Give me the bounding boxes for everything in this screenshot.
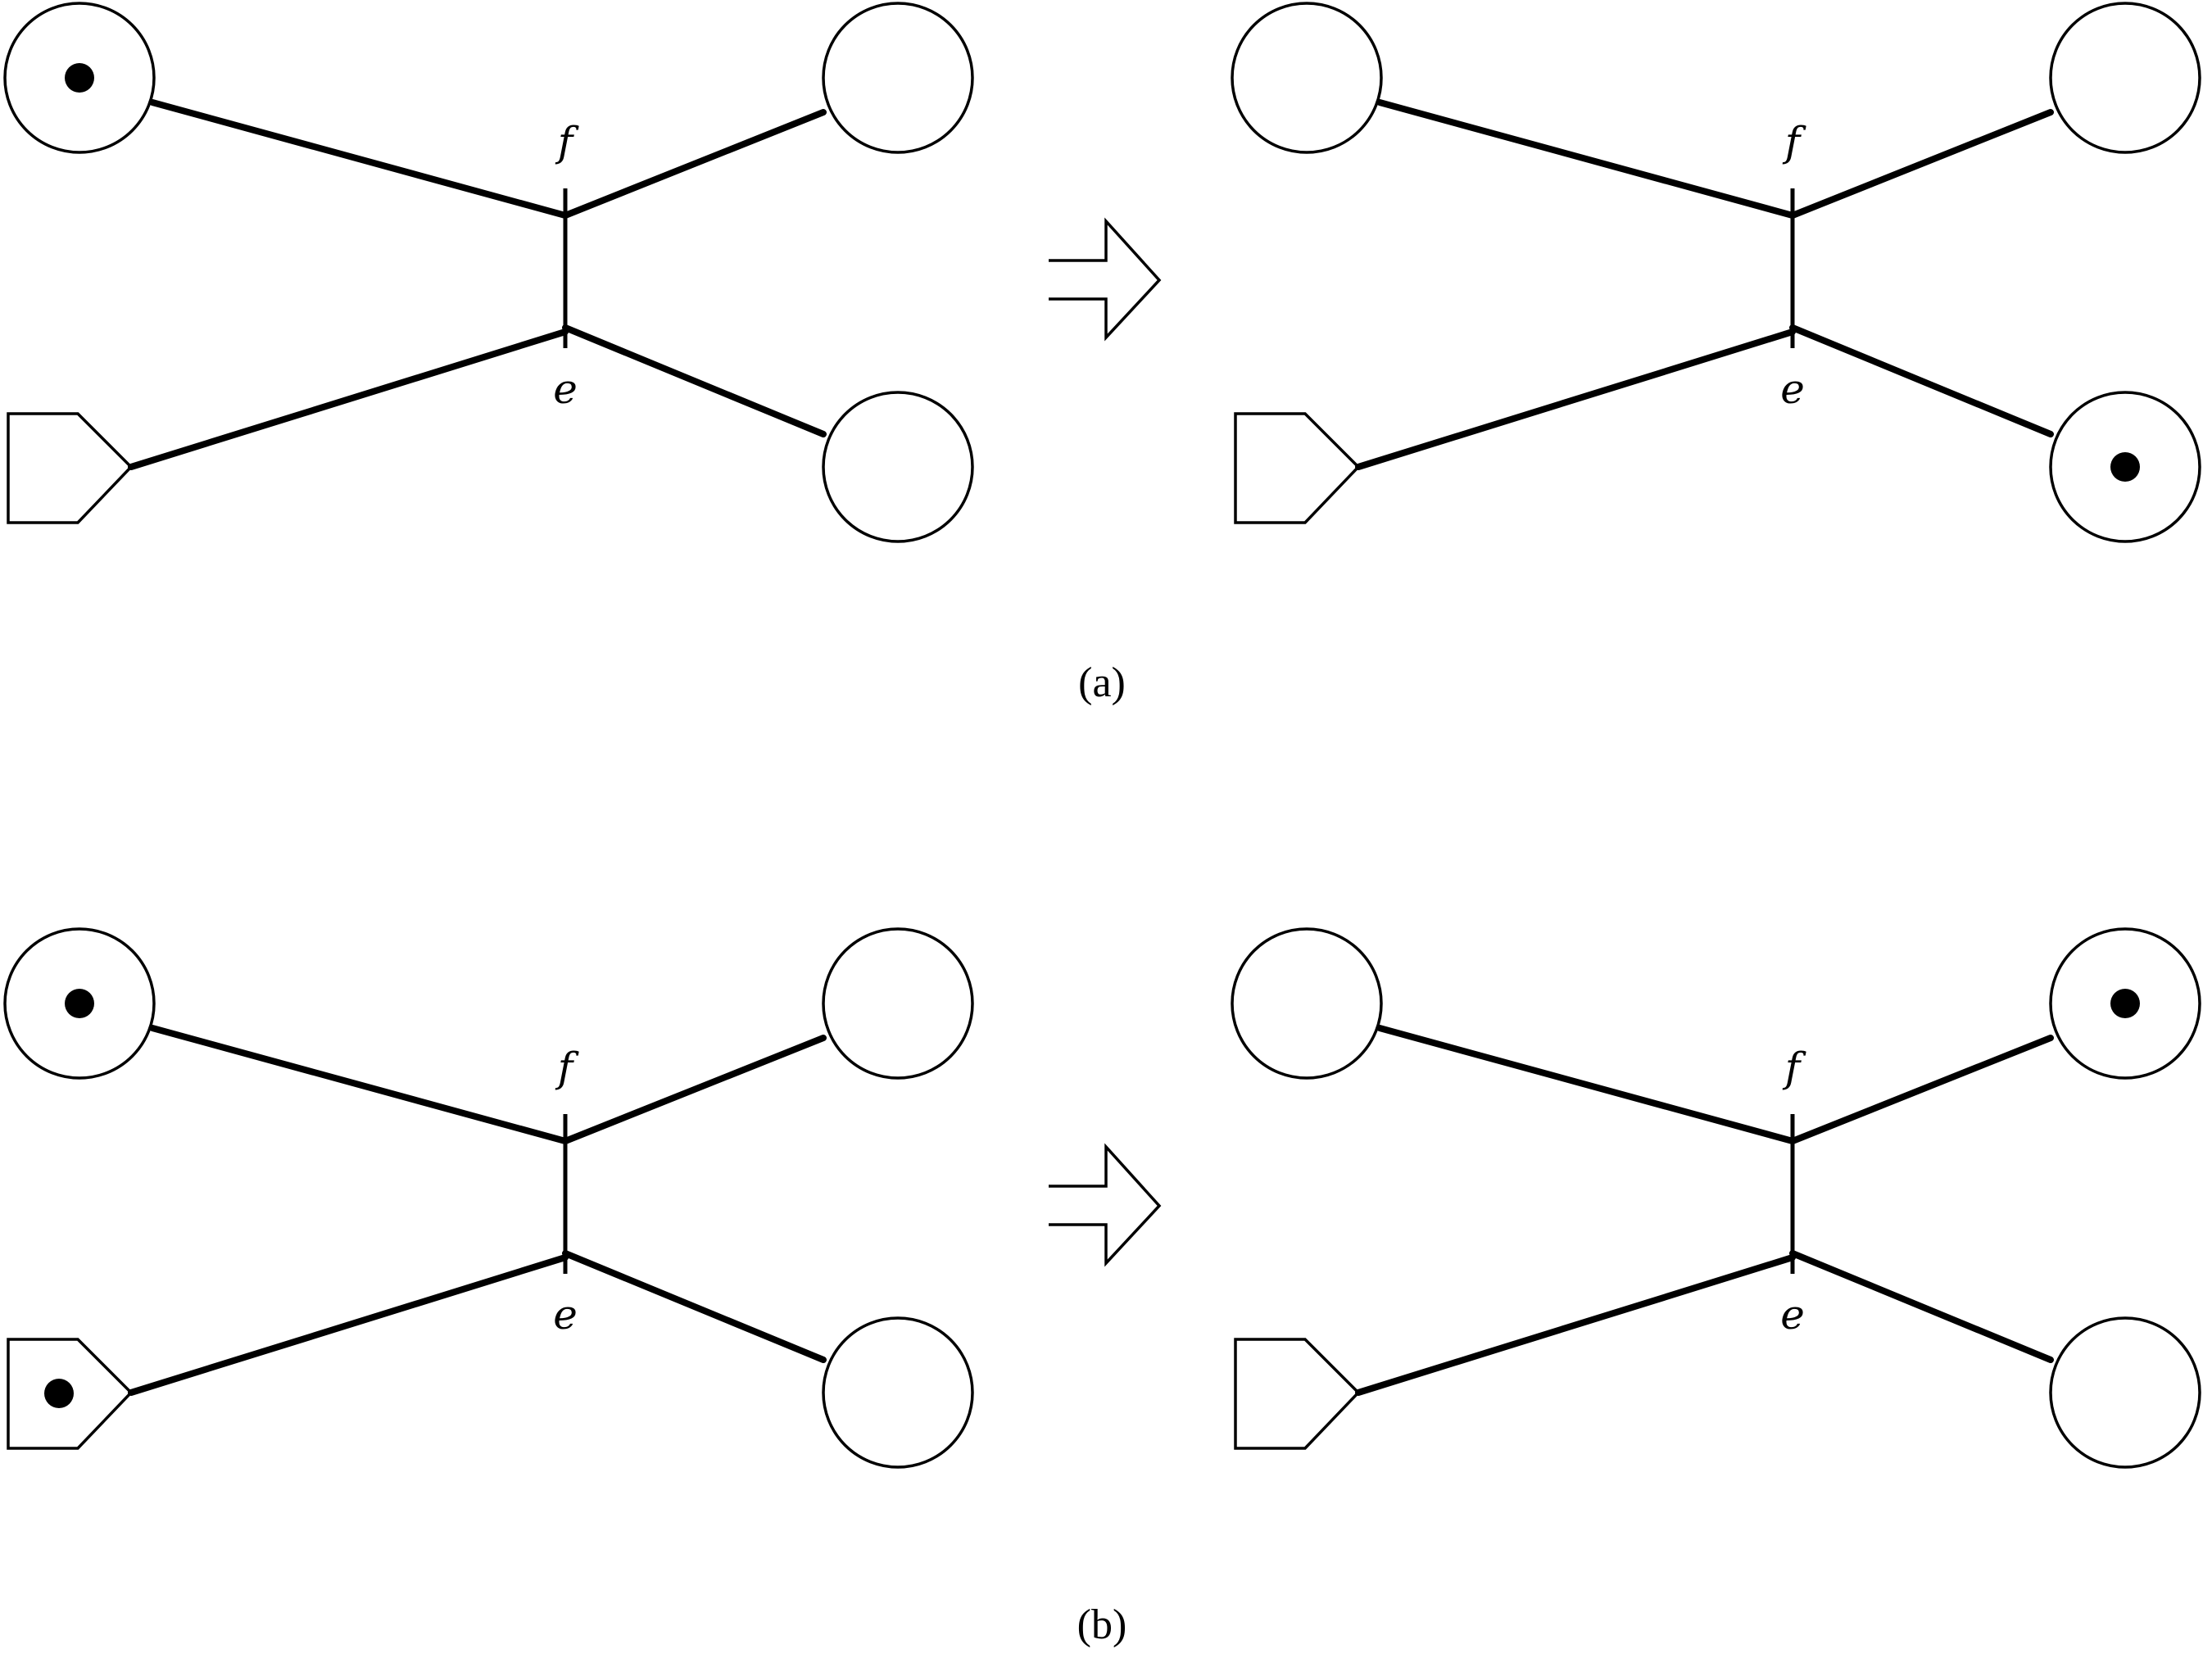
panel-caption: (a) — [1078, 659, 1126, 706]
token-input-place — [65, 989, 94, 1018]
token-input-condition — [44, 1379, 74, 1408]
panel-caption: (b) — [1077, 1601, 1127, 1648]
net-after: f e — [1231, 927, 2201, 1469]
input-condition — [1234, 1338, 1361, 1450]
arc-place-to-f — [1376, 1025, 1796, 1144]
net-after: f e — [1231, 2, 2201, 543]
transition-e-label: e — [553, 1291, 578, 1339]
input-place — [1231, 927, 1383, 1080]
arc-condition-to-e — [1355, 1254, 1796, 1396]
arc-place-to-f — [149, 99, 569, 219]
output-place-bottom — [2049, 1316, 2201, 1469]
output-place-bottom — [822, 391, 974, 543]
net-before: f e — [3, 2, 974, 543]
panel-a: f e f e (a) — [3, 2, 2201, 706]
transition-e-label: e — [553, 365, 578, 413]
transition-f-label: f — [1782, 118, 1806, 165]
token-input-place — [65, 63, 94, 93]
arc-f-to-output-top — [562, 109, 827, 219]
arc-place-to-f — [1376, 99, 1796, 219]
input-condition — [1234, 412, 1361, 524]
fires-to-arrow — [1049, 217, 1162, 342]
output-place-top — [822, 927, 974, 1080]
fires-to-arrow — [1049, 1143, 1162, 1267]
arc-f-to-output-top — [1789, 109, 2054, 219]
token-output-top — [2110, 989, 2140, 1018]
arc-f-to-output-top — [1789, 1035, 2054, 1144]
output-place-bottom — [822, 1316, 974, 1469]
panel-b: f e f e (b) — [3, 927, 2201, 1648]
input-condition — [7, 412, 134, 524]
transition-f-label: f — [555, 1044, 579, 1091]
arc-condition-to-e — [128, 328, 569, 470]
output-place-top — [822, 2, 974, 154]
transition-e-label: e — [1780, 1291, 1805, 1339]
arc-place-to-f — [149, 1025, 569, 1144]
arc-condition-to-e — [128, 1254, 569, 1396]
arc-f-to-output-top — [562, 1035, 827, 1144]
transition-e-label: e — [1780, 365, 1805, 413]
arc-e-to-output-bottom — [1789, 1250, 2054, 1363]
arc-e-to-output-bottom — [562, 324, 827, 437]
transition-f-label: f — [1782, 1044, 1806, 1091]
output-place-top — [2049, 2, 2201, 154]
net-before: f e — [3, 927, 974, 1469]
transition-f-label: f — [555, 118, 579, 165]
arc-e-to-output-bottom — [1789, 324, 2054, 437]
token-output-bottom — [2110, 452, 2140, 482]
arc-e-to-output-bottom — [562, 1250, 827, 1363]
input-place — [1231, 2, 1383, 154]
arc-condition-to-e — [1355, 328, 1796, 470]
